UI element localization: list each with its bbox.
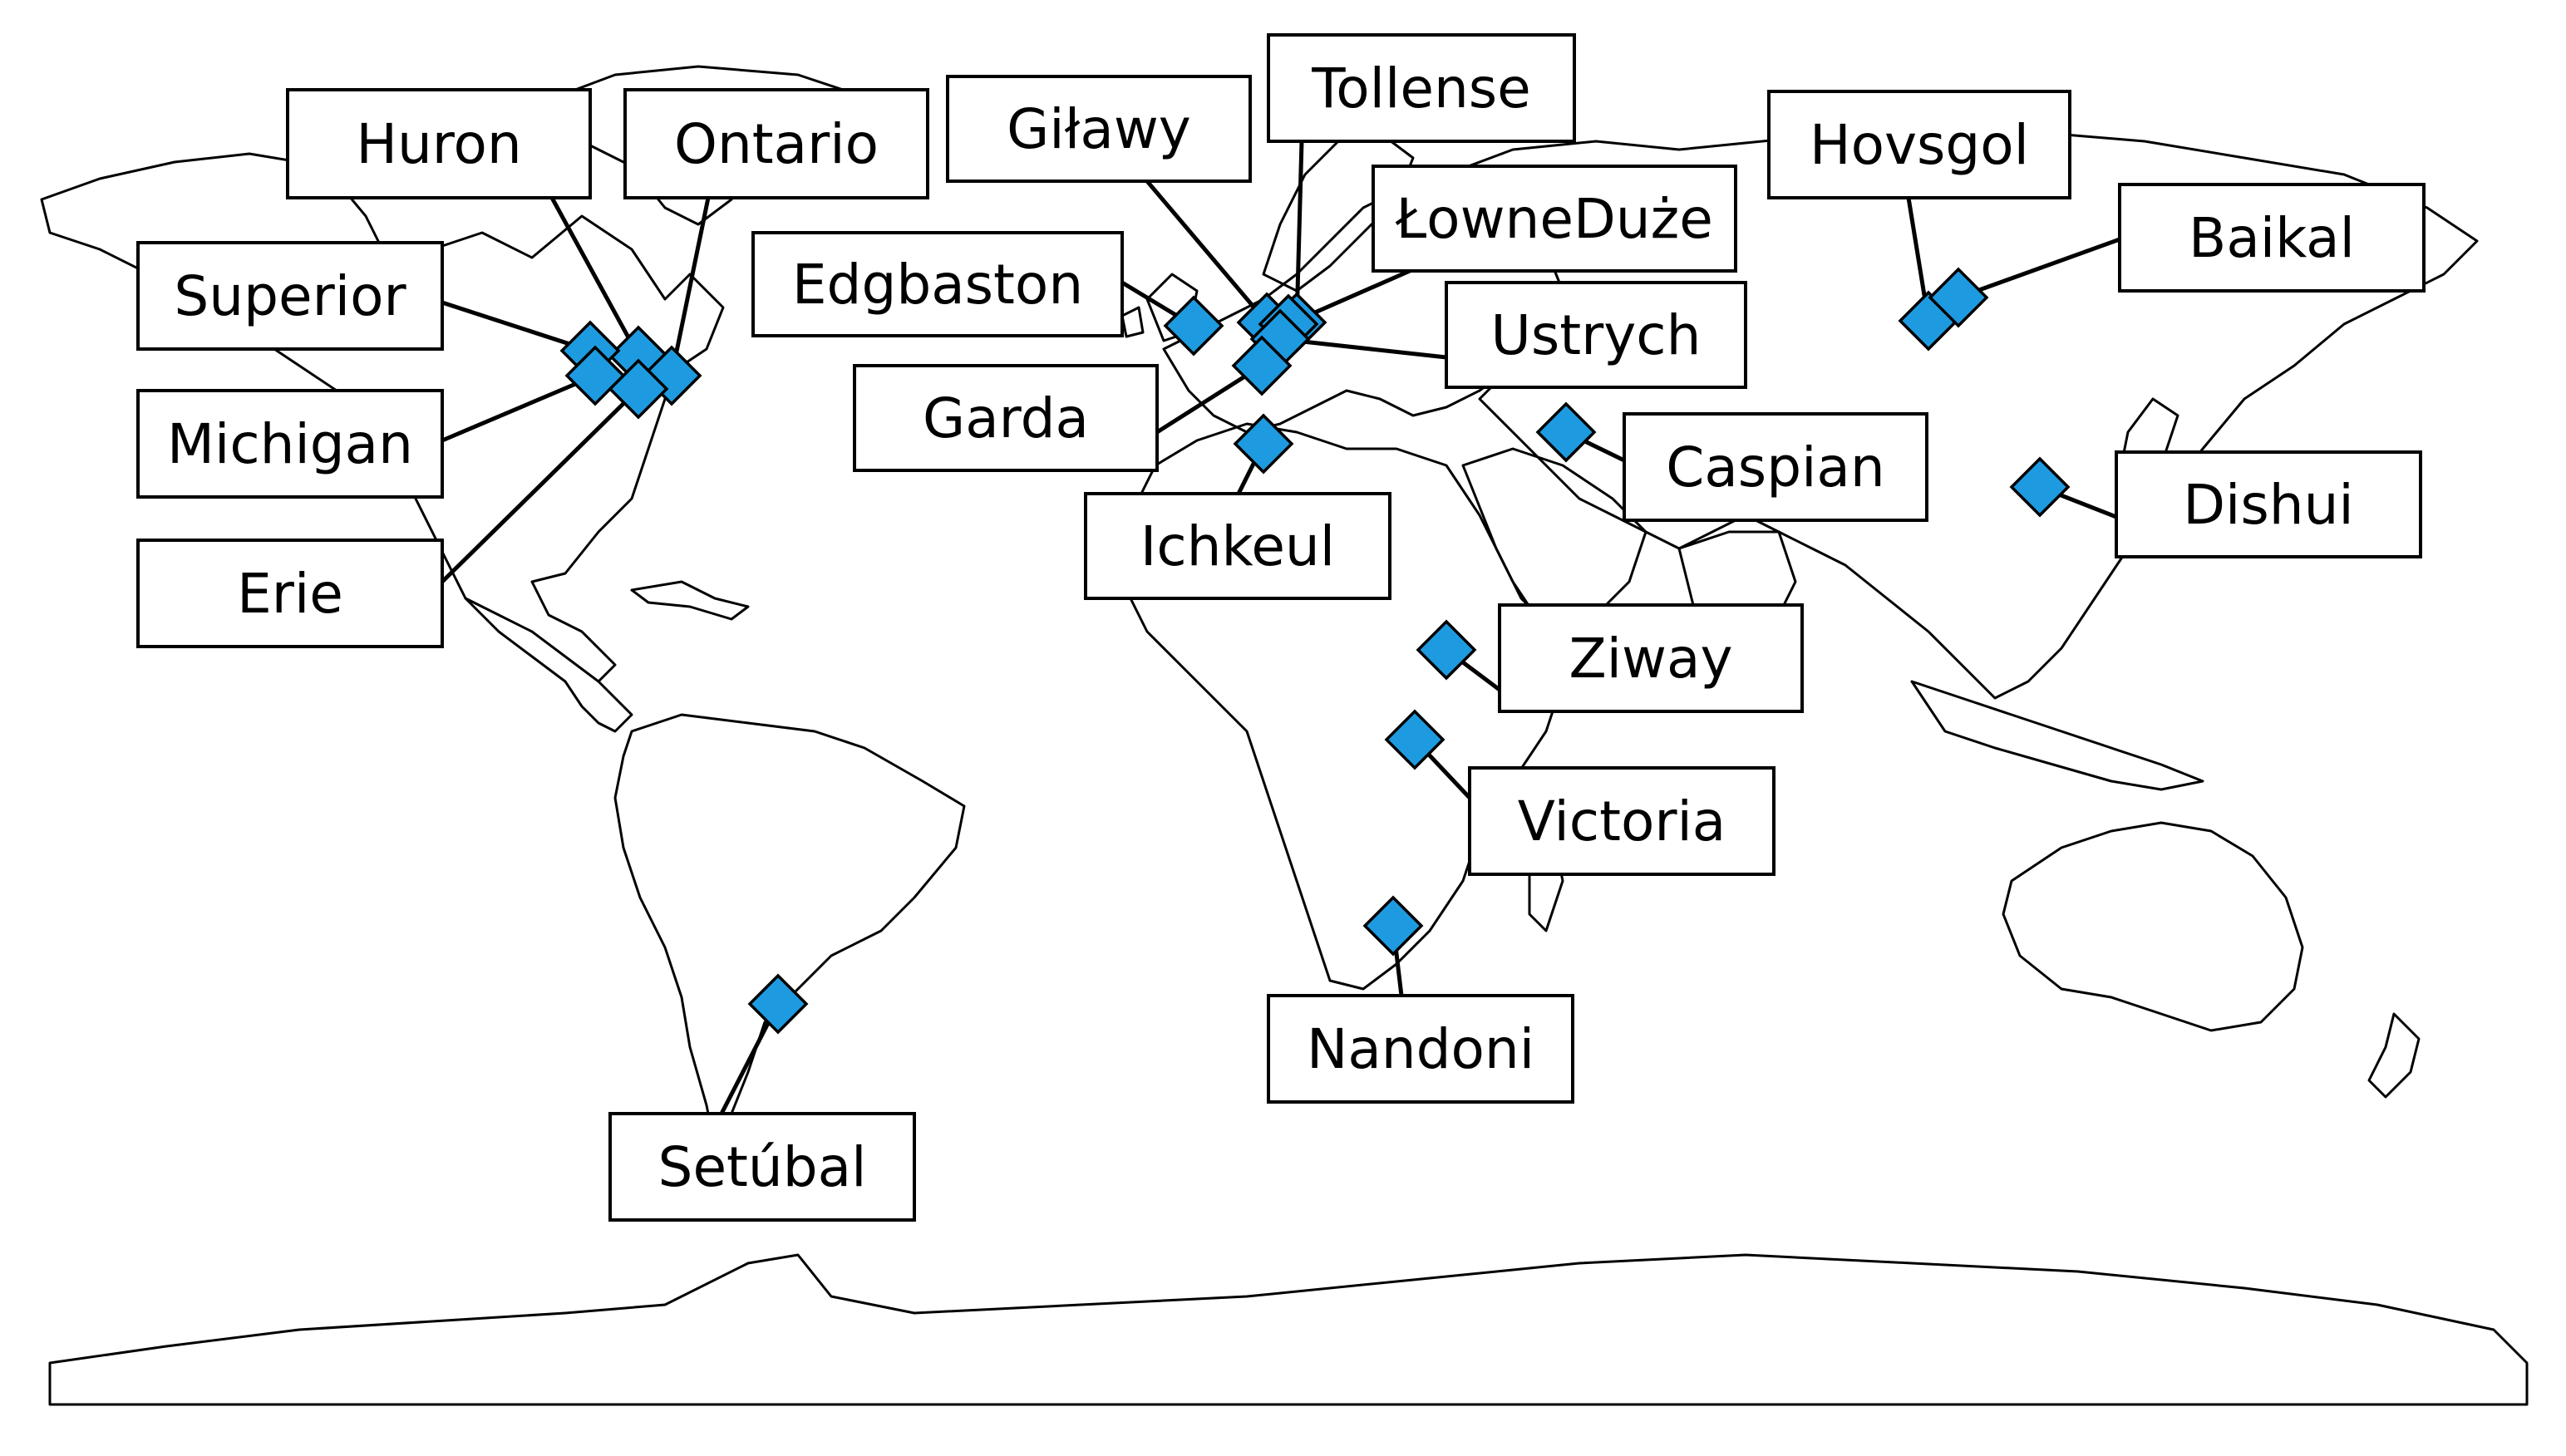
label-box-erie — [136, 539, 444, 648]
lake-label-erie: Erie — [136, 539, 444, 648]
scandinavia-coast — [1262, 131, 1415, 293]
lake-marker-victoria[interactable] — [1384, 709, 1446, 770]
lake-marker-nandoni[interactable] — [1362, 895, 1424, 957]
lake-label-tollense: Tollense — [1267, 33, 1576, 143]
lake-label-hovsgol: Hovsgol — [1767, 90, 2071, 199]
label-text-hovsgol: Hovsgol — [1810, 113, 2029, 177]
label-text-edgbaston: Edgbaston — [792, 253, 1083, 317]
label-box-caspian — [1623, 412, 1928, 522]
central-america-coast — [464, 597, 633, 733]
label-text-huron: Huron — [356, 112, 521, 176]
leader-line-gilawy — [1145, 180, 1268, 324]
label-text-gilawy: Giławy — [1007, 97, 1191, 161]
label-box-setubal — [608, 1112, 916, 1222]
lake-label-michigan: Michigan — [136, 389, 444, 499]
africa-coast — [1120, 422, 1564, 991]
lake-markers — [559, 267, 2071, 1035]
lake-label-ziway: Ziway — [1498, 603, 1804, 713]
label-text-caspian: Caspian — [1666, 435, 1884, 499]
leader-line-erie — [441, 387, 640, 583]
lake-label-setubal: Setúbal — [608, 1112, 916, 1222]
label-text-ziway: Ziway — [1569, 627, 1732, 691]
label-box-michigan — [136, 389, 444, 499]
lake-label-ontario: Ontario — [623, 88, 929, 199]
label-box-garda — [853, 364, 1159, 472]
leader-line-ustrych — [1279, 337, 1447, 360]
label-box-tollense — [1267, 33, 1576, 143]
label-text-dishui: Dishui — [2183, 473, 2354, 537]
label-box-huron — [286, 88, 592, 199]
lake-label-baikal: Baikal — [2118, 183, 2426, 293]
label-text-ontario: Ontario — [674, 112, 879, 176]
label-text-michigan: Michigan — [167, 412, 413, 476]
label-box-gilawy — [946, 75, 1252, 183]
label-text-setubal: Setúbal — [658, 1135, 867, 1199]
southeast-asia-islands-coast — [1910, 680, 2204, 791]
label-text-superior: Superior — [174, 264, 406, 328]
label-box-baikal — [2118, 183, 2426, 293]
label-text-ustrych: Ustrych — [1491, 303, 1702, 367]
leader-line-ontario — [669, 197, 711, 376]
lake-marker-baikal[interactable] — [1928, 267, 1989, 328]
label-text-erie: Erie — [237, 562, 343, 626]
label-text-nandoni: Nandoni — [1307, 1017, 1534, 1081]
lake-label-garda: Garda — [853, 364, 1159, 472]
label-box-hovsgol — [1767, 90, 2071, 199]
label-text-baikal: Baikal — [2189, 206, 2355, 270]
lake-label-ichkeul: Ichkeul — [1084, 492, 1391, 600]
leader-line-michigan — [441, 373, 596, 443]
lake-marker-setubal[interactable] — [747, 973, 809, 1035]
label-text-tollense: Tollense — [1311, 57, 1531, 121]
south-america-coast — [613, 713, 966, 1149]
antarctica-coast — [48, 1253, 2529, 1406]
leader-line-baikal — [1958, 237, 2120, 300]
lake-marker-edgbaston[interactable] — [1163, 295, 1224, 357]
leader-line-tollense — [1294, 140, 1304, 323]
caribbean-coast — [630, 580, 750, 621]
label-text-ichkeul: Ichkeul — [1140, 514, 1335, 578]
asia-coast — [1445, 123, 2479, 700]
lake-label-huron: Huron — [286, 88, 592, 199]
lake-label-caspian: Caspian — [1623, 412, 1928, 522]
lake-label-superior: Superior — [136, 241, 444, 351]
label-box-victoria — [1468, 766, 1776, 876]
north-america-coast — [40, 152, 725, 683]
coastlines — [40, 65, 2529, 1406]
label-text-lowneduze: ŁowneDuże — [1395, 187, 1713, 251]
lake-marker-ziway[interactable] — [1416, 619, 1477, 681]
label-box-edgbaston — [751, 231, 1124, 337]
label-box-ichkeul — [1084, 492, 1391, 600]
australia-coast — [2002, 821, 2304, 1032]
lake-marker-garda[interactable] — [1231, 335, 1293, 396]
lake-label-ustrych: Ustrych — [1445, 281, 1747, 389]
lake-label-dishui: Dishui — [2115, 450, 2422, 558]
lake-marker-ichkeul[interactable] — [1233, 413, 1294, 475]
label-box-dishui — [2115, 450, 2422, 558]
label-text-victoria: Victoria — [1518, 789, 1726, 853]
leader-lines — [441, 140, 2120, 1115]
label-box-nandoni — [1267, 994, 1574, 1104]
lake-marker-caspian[interactable] — [1535, 401, 1597, 463]
lake-label-edgbaston: Edgbaston — [751, 231, 1124, 337]
label-box-ziway — [1498, 603, 1804, 713]
leader-line-huron — [549, 196, 641, 357]
label-box-ustrych — [1445, 281, 1747, 389]
label-box-lowneduze — [1372, 165, 1737, 273]
lake-marker-dishui[interactable] — [2009, 456, 2071, 518]
lake-marker-erie[interactable] — [608, 358, 669, 420]
label-box-ontario — [623, 88, 929, 199]
lake-label-victoria: Victoria — [1468, 766, 1776, 876]
label-text-garda: Garda — [923, 386, 1089, 450]
lake-label-lowneduze: ŁowneDuże — [1372, 165, 1737, 273]
leader-line-superior — [441, 300, 591, 353]
new-zealand-coast — [2367, 1012, 2421, 1099]
label-box-superior — [136, 241, 444, 351]
lake-label-nandoni: Nandoni — [1267, 994, 1574, 1104]
arabia-coast — [1461, 447, 1647, 633]
lake-label-gilawy: Giławy — [946, 75, 1252, 183]
